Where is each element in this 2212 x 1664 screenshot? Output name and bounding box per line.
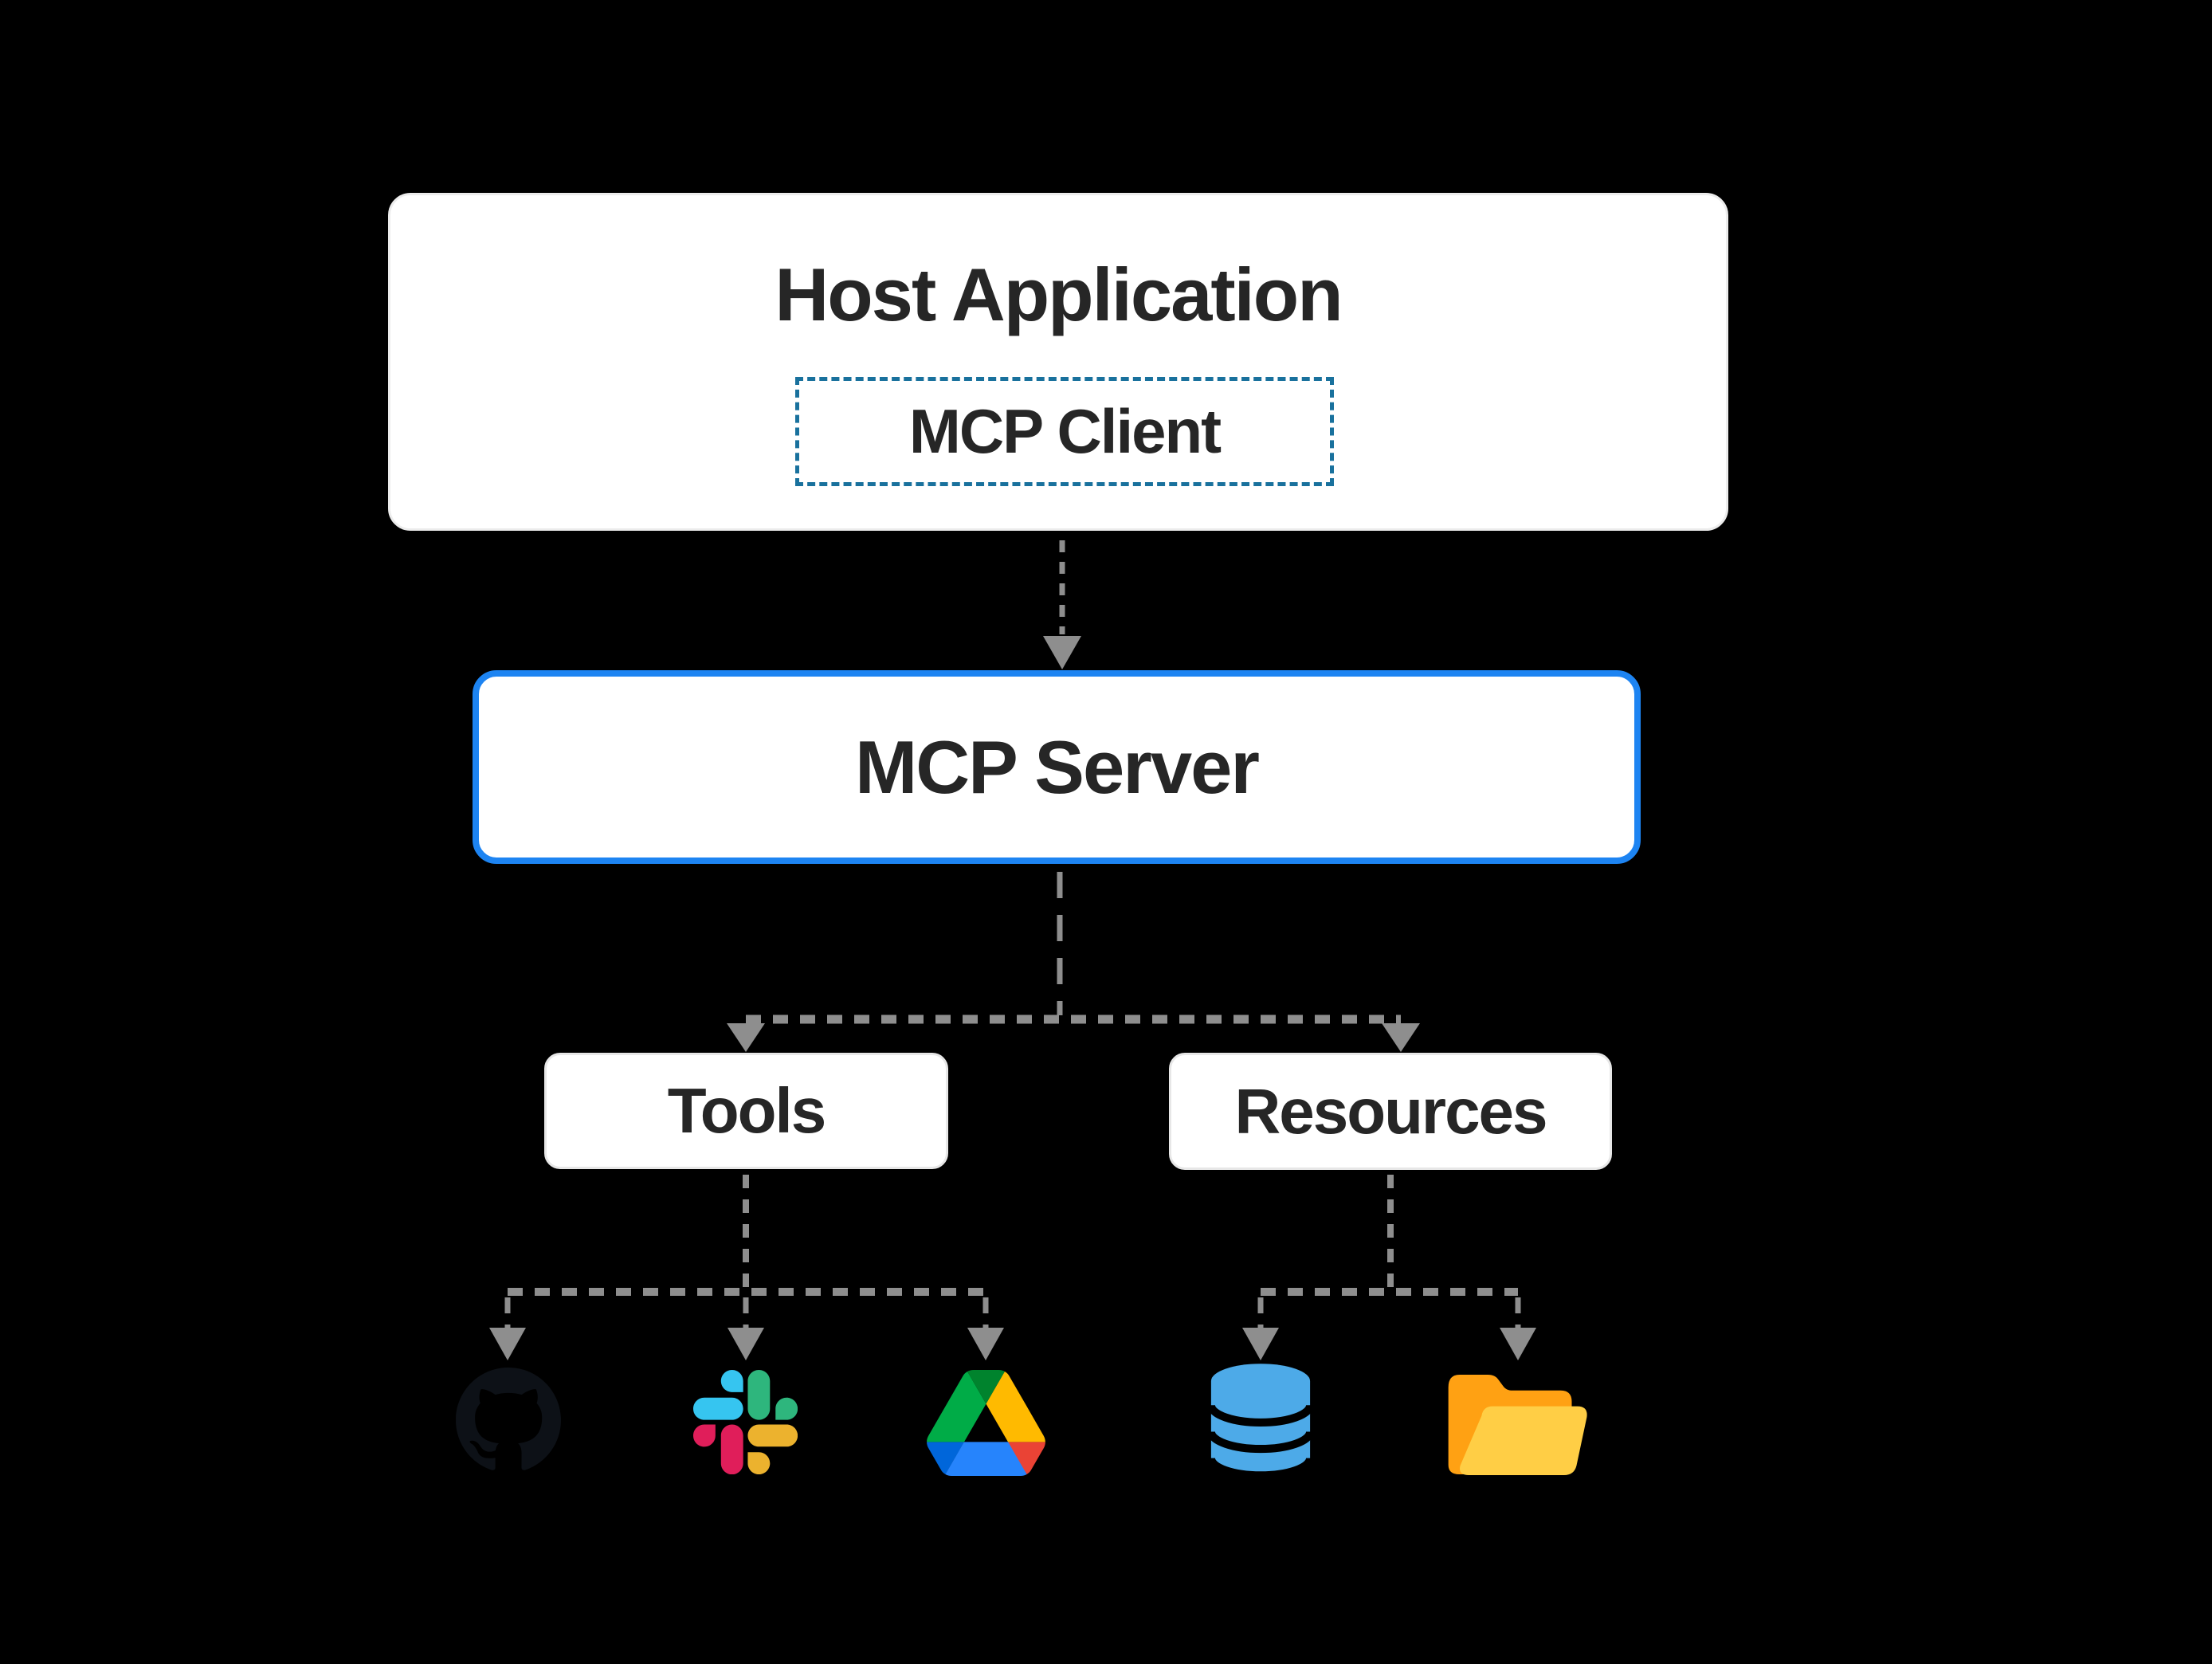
mcp-server-label: MCP Server <box>855 724 1260 809</box>
github-icon <box>456 1368 561 1473</box>
host-application-box <box>388 193 1728 531</box>
database-icon <box>1209 1362 1312 1478</box>
mcp-client-box: MCP Client <box>795 377 1334 486</box>
tools-box: Tools <box>544 1053 948 1169</box>
mcp-client-label: MCP Client <box>908 396 1222 466</box>
resources-label: Resources <box>1234 1075 1547 1147</box>
mcp-server-box: MCP Server <box>473 670 1641 864</box>
tools-label: Tools <box>667 1075 826 1146</box>
google-drive-icon <box>927 1370 1045 1476</box>
folder-icon <box>1446 1370 1590 1477</box>
host-application-title: Host Application <box>775 253 1343 336</box>
slack-icon <box>693 1370 798 1474</box>
resources-box: Resources <box>1169 1053 1612 1170</box>
